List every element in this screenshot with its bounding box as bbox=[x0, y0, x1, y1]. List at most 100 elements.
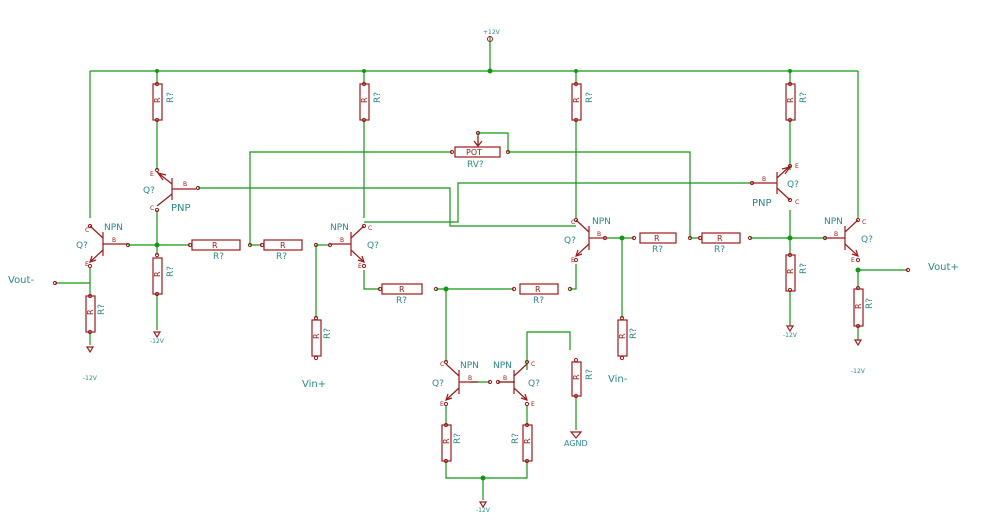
transistor-pnp-left: Q? PNP bbox=[143, 171, 196, 214]
power-vee-5: -12V bbox=[476, 501, 491, 514]
resistor-value: R bbox=[535, 285, 541, 294]
pin-e: E bbox=[851, 257, 855, 264]
resistor-value: R bbox=[280, 241, 286, 250]
agnd-label: AGND bbox=[564, 439, 588, 448]
transistor-type: NPN bbox=[104, 223, 123, 233]
resistor-ref: R? bbox=[629, 328, 639, 339]
pin-e: E bbox=[358, 263, 362, 270]
transistor-pnp-right: Q? PNP bbox=[752, 165, 799, 209]
resistor-value: R bbox=[312, 333, 321, 339]
pin-c: C bbox=[368, 225, 372, 232]
pin-b: B bbox=[597, 231, 601, 238]
junctions bbox=[154, 68, 861, 481]
pin-c: C bbox=[85, 227, 89, 234]
pin-e: E bbox=[150, 171, 154, 178]
transistor-type: NPN bbox=[592, 217, 611, 227]
resistor-value: R bbox=[654, 234, 660, 243]
resistor-r16: R R? bbox=[381, 283, 423, 306]
power-vee-1: -12V bbox=[150, 331, 165, 345]
resistor-ref: R? bbox=[166, 92, 176, 103]
resistor-r7: R R? bbox=[311, 319, 333, 357]
vout-minus-label: Vout- bbox=[8, 275, 34, 286]
resistor-value: R bbox=[786, 97, 795, 103]
transistor-npn-diff-left: Q? NPN bbox=[330, 223, 379, 263]
resistor-r19: R R? bbox=[701, 232, 741, 255]
resistor-value: R bbox=[618, 333, 627, 339]
pin-e: E bbox=[795, 163, 799, 170]
vee-label: -12V bbox=[150, 338, 165, 345]
pin-b: B bbox=[112, 237, 116, 244]
transistor-npn-vout-minus: Q? NPN bbox=[76, 223, 128, 263]
transistor-type: PNP bbox=[752, 198, 772, 209]
resistor-ref: R? bbox=[97, 304, 107, 315]
power-agnd: AGND bbox=[564, 431, 588, 448]
pot-value: POT bbox=[466, 148, 482, 157]
transistor-ref: Q? bbox=[787, 180, 799, 190]
resistor-r13: R R? bbox=[511, 424, 533, 462]
resistor-value: R bbox=[86, 309, 95, 315]
resistor-value: R bbox=[153, 97, 162, 103]
resistor-value: R bbox=[572, 374, 581, 380]
resistor-ref: R? bbox=[652, 245, 663, 255]
pin-c: C bbox=[531, 361, 535, 368]
vin-minus-label: Vin- bbox=[608, 374, 628, 385]
resistor-ref: R? bbox=[585, 369, 595, 380]
transistor-ref: Q? bbox=[861, 235, 873, 245]
transistor-npn-mirror-left: Q? NPN bbox=[432, 361, 479, 401]
pin-c: C bbox=[440, 361, 444, 368]
resistor-ref: R? bbox=[511, 433, 521, 444]
resistor-ref: R? bbox=[799, 263, 809, 274]
resistor-ref: R? bbox=[396, 296, 407, 306]
resistor-r5: R R? bbox=[152, 257, 176, 295]
resistor-r4: R R? bbox=[785, 83, 809, 121]
resistor-r17: R R? bbox=[519, 283, 559, 306]
transistor-type: NPN bbox=[460, 361, 479, 371]
power-vcc: +12V bbox=[483, 29, 501, 42]
resistor-ref: R? bbox=[799, 92, 809, 103]
pin-e: E bbox=[85, 261, 89, 268]
resistor-ref: R? bbox=[166, 266, 176, 277]
resistor-value: R bbox=[399, 285, 405, 294]
resistor-r15: R R? bbox=[263, 239, 303, 262]
pin-b: B bbox=[340, 237, 344, 244]
pin-b: B bbox=[834, 231, 838, 238]
resistor-r8: R R? bbox=[617, 319, 639, 357]
resistor-ref: R? bbox=[865, 298, 875, 309]
resistor-value: R bbox=[523, 438, 532, 444]
pin-b: B bbox=[762, 176, 766, 183]
vee-label: -12V bbox=[783, 332, 798, 339]
pin-markers bbox=[52, 81, 911, 464]
pin-c: C bbox=[795, 199, 799, 206]
pin-c: C bbox=[571, 219, 575, 226]
pin-b: B bbox=[468, 375, 472, 382]
resistor-value: R bbox=[212, 241, 218, 250]
resistor-r3: R R? bbox=[571, 83, 595, 121]
resistor-value: R bbox=[717, 234, 723, 243]
resistor-value: R bbox=[854, 303, 863, 309]
potentiometer-rv1: POT RV? bbox=[454, 136, 501, 170]
power-vee-4: -12V bbox=[851, 339, 866, 375]
resistor-r14: R R? bbox=[191, 239, 241, 262]
transistor-npn-vout-plus: Q? NPN bbox=[824, 217, 873, 257]
resistor-r6: R R? bbox=[85, 295, 107, 333]
transistor-type: NPN bbox=[824, 217, 843, 227]
resistor-r9: R R? bbox=[785, 254, 809, 292]
resistor-ref: R? bbox=[453, 433, 463, 444]
vcc-label: +12V bbox=[483, 29, 501, 36]
resistor-ref: R? bbox=[373, 92, 383, 103]
wires bbox=[55, 36, 908, 500]
vout-plus-label: Vout+ bbox=[928, 262, 959, 273]
transistor-type: NPN bbox=[330, 223, 349, 233]
pin-b: B bbox=[503, 375, 507, 382]
transistor-ref: Q? bbox=[432, 379, 444, 389]
resistor-ref: R? bbox=[533, 296, 544, 306]
resistor-r12: R R? bbox=[441, 424, 463, 462]
resistor-value: R bbox=[786, 268, 795, 274]
resistor-value: R bbox=[153, 271, 162, 277]
resistor-ref: R? bbox=[213, 252, 224, 262]
resistor-ref: R? bbox=[323, 328, 333, 339]
pin-c: C bbox=[862, 219, 866, 226]
resistor-r2: R R? bbox=[359, 83, 383, 121]
transistor-ref: Q? bbox=[564, 236, 576, 246]
